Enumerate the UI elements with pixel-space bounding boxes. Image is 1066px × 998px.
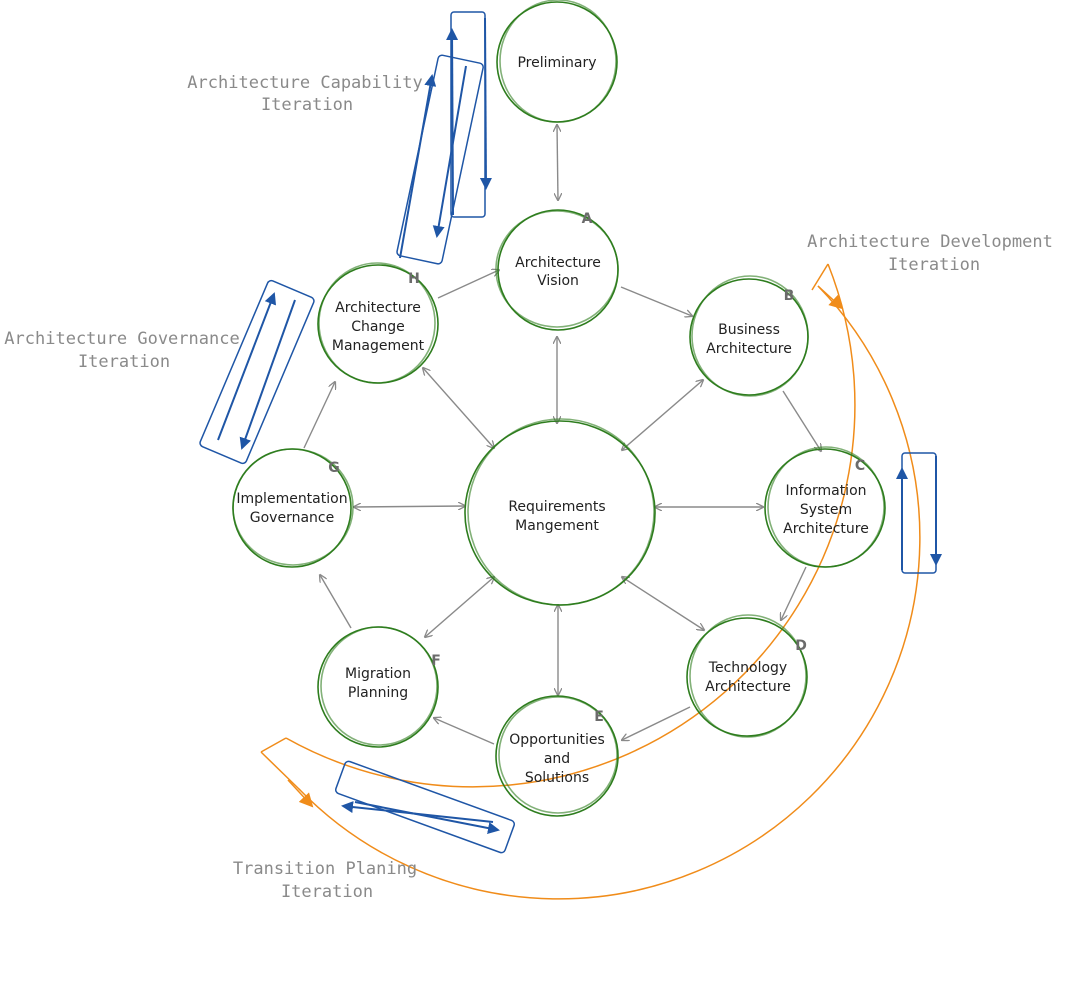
iteration-label-transition: Transition Planing Iteration bbox=[233, 859, 417, 902]
node-label-line: Governance bbox=[250, 510, 334, 526]
node-label-line: Opportunities bbox=[509, 732, 605, 748]
node-label-line: Implementation bbox=[236, 491, 347, 507]
node-label-line: Change bbox=[351, 319, 405, 335]
iteration-label-line: Iteration bbox=[281, 882, 373, 902]
node-technology-architecture[interactable]: D Technology Architecture bbox=[686, 614, 808, 738]
node-label-line: Architecture bbox=[706, 341, 792, 357]
node-label-line: System bbox=[800, 502, 852, 518]
node-label-line: Management bbox=[332, 338, 425, 354]
node-opportunities-and-solutions[interactable]: E Opportunities and Solutions bbox=[495, 695, 619, 817]
node-label-line: Preliminary bbox=[517, 55, 596, 71]
phase-letter: A bbox=[582, 211, 593, 227]
node-migration-planning[interactable]: F Migration Planning bbox=[317, 626, 441, 748]
node-label-line: Planning bbox=[348, 685, 408, 701]
node-label-line: Requirements bbox=[508, 499, 605, 515]
phase-letter: F bbox=[431, 653, 441, 669]
node-label-line: Architecture bbox=[705, 679, 791, 695]
node-label-line: Architecture bbox=[335, 300, 421, 316]
node-label-line: Migration bbox=[345, 666, 411, 682]
phase-letter: G bbox=[328, 460, 340, 476]
iteration-label-capability: Architecture Capability Iteration bbox=[187, 73, 422, 115]
information-system-iteration-arrows bbox=[896, 452, 942, 574]
node-label-line: Technology bbox=[708, 660, 787, 676]
iteration-label-line: Architecture Governance bbox=[4, 329, 239, 349]
node-implementation-governance[interactable]: G Implementation Governance bbox=[232, 448, 354, 568]
governance-iteration-arrows bbox=[199, 279, 315, 465]
node-architecture-change-management[interactable]: H Architecture Change Management bbox=[317, 262, 439, 384]
iteration-label-line: Transition Planing bbox=[233, 859, 417, 879]
node-requirements-management[interactable]: Requirements Mangement bbox=[464, 418, 656, 606]
node-label-line: Vision bbox=[537, 273, 579, 289]
node-preliminary[interactable]: Preliminary bbox=[496, 0, 618, 123]
phase-letter: E bbox=[594, 709, 604, 725]
node-business-architecture[interactable]: B Business Architecture bbox=[689, 275, 809, 397]
transition-iteration-arrows bbox=[334, 760, 516, 854]
iteration-label-line: Iteration bbox=[888, 255, 980, 275]
node-label-line: Architecture bbox=[783, 521, 869, 537]
iteration-label-development: Architecture Development Iteration bbox=[807, 232, 1053, 275]
phase-letter: C bbox=[855, 458, 865, 474]
node-label-line: Architecture bbox=[515, 255, 601, 271]
development-iteration-arc bbox=[260, 263, 921, 900]
node-label-line: Solutions bbox=[525, 770, 589, 786]
capability-iteration-arrows bbox=[396, 11, 492, 265]
iteration-label-line: Architecture Capability bbox=[187, 73, 422, 93]
phase-letter: D bbox=[795, 638, 807, 654]
iteration-label-line: Iteration bbox=[261, 95, 353, 115]
connectors bbox=[303, 125, 821, 745]
node-label-line: Business bbox=[718, 322, 780, 338]
iteration-label-line: Architecture Development bbox=[807, 232, 1053, 252]
node-label-line: Information bbox=[785, 483, 866, 499]
node-label-line: and bbox=[544, 751, 570, 767]
phase-letter: H bbox=[408, 271, 420, 287]
iteration-label-governance: Architecture Governance Iteration bbox=[4, 329, 239, 372]
node-label-line: Mangement bbox=[515, 518, 599, 534]
phase-letter: B bbox=[784, 288, 795, 304]
iteration-label-line: Iteration bbox=[78, 352, 170, 372]
node-architecture-vision[interactable]: A Architecture Vision bbox=[495, 209, 619, 331]
node-information-system-architecture[interactable]: C Information System Architecture bbox=[764, 446, 886, 568]
